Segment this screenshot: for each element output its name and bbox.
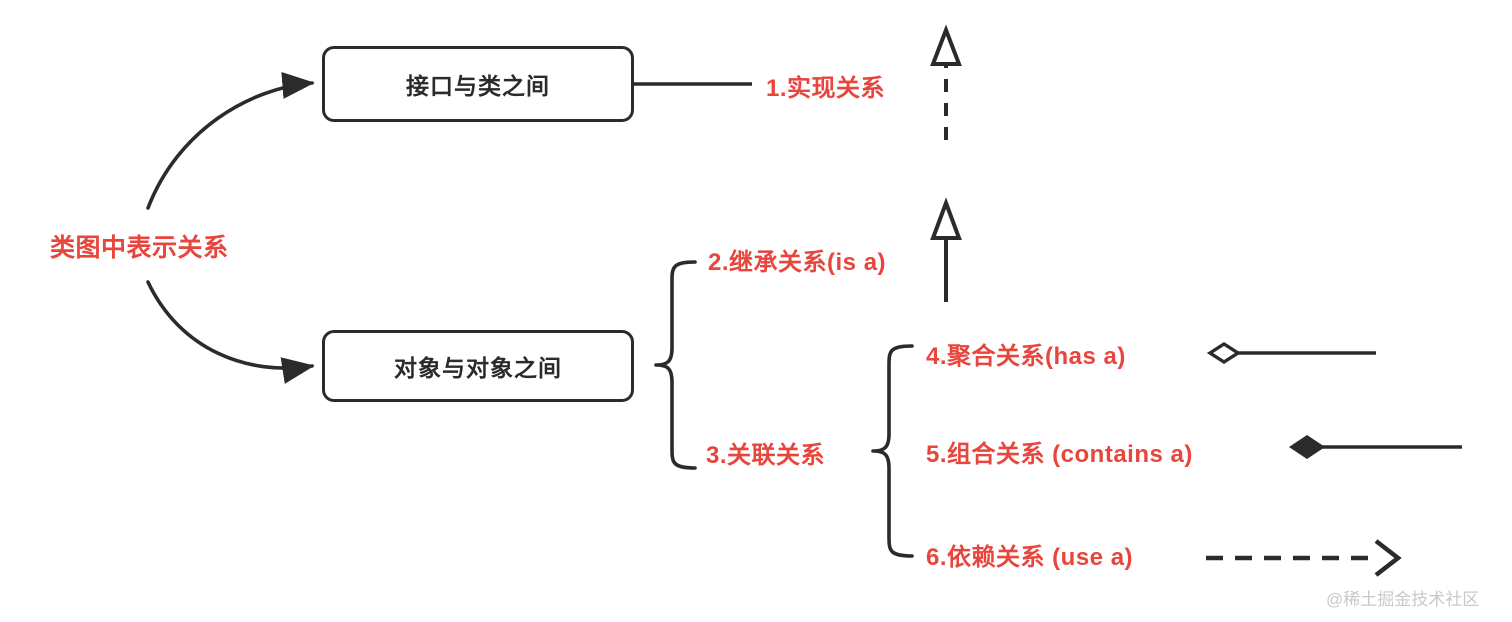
- node-object-object-label: 对象与对象之间: [394, 355, 562, 381]
- relation-label-dependency: 6.依赖关系 (use a): [926, 544, 1134, 571]
- notation-aggregation: [1206, 341, 1376, 365]
- connector-root-to-interface-class: [146, 71, 315, 210]
- notation-dependency: [1206, 539, 1402, 577]
- brace-object-relations: [654, 260, 697, 470]
- brace-association-relations: [871, 344, 914, 558]
- connector-root-to-object-object: [146, 280, 315, 384]
- relation-label-inheritance: 2.继承关系(is a): [708, 249, 887, 276]
- relation-label-association: 3.关联关系: [706, 442, 826, 469]
- notation-inheritance: [930, 197, 962, 302]
- node-interface-class[interactable]: 接口与类之间: [322, 46, 634, 122]
- watermark: @稀土掘金技术社区: [1326, 590, 1480, 609]
- notation-composition: [1288, 434, 1462, 460]
- relation-label-realization: 1.实现关系: [766, 75, 886, 102]
- root-label: 类图中表示关系: [50, 234, 229, 262]
- notation-realization: [930, 24, 962, 140]
- relation-label-composition: 5.组合关系 (contains a): [926, 441, 1193, 468]
- relation-label-aggregation: 4.聚合关系(has a): [926, 343, 1126, 370]
- node-object-object[interactable]: 对象与对象之间: [322, 330, 634, 402]
- node-interface-class-label: 接口与类之间: [406, 73, 550, 99]
